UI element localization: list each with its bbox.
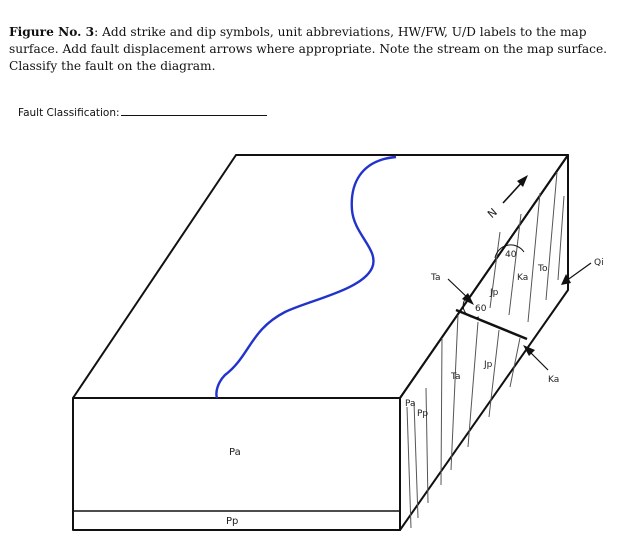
arrow-head-ka xyxy=(523,345,535,356)
fault-classification-blank[interactable] xyxy=(120,106,267,116)
north-label: N xyxy=(485,206,500,221)
fault-classification: Fault Classification: xyxy=(18,106,267,119)
side-label-pp: Pp xyxy=(417,409,428,419)
arrow-head-ta xyxy=(462,293,474,305)
side-label-pa: Pa xyxy=(405,399,416,409)
side-label-jp-top: Jp xyxy=(489,288,499,298)
side-label-to-top: To xyxy=(537,264,548,274)
figure-label: Figure No. 3 xyxy=(9,25,95,39)
side-label-ka-bottom: Ka xyxy=(548,375,559,385)
figure-caption: Figure No. 3: Add strike and dip symbols… xyxy=(9,24,615,75)
side-face xyxy=(399,154,569,531)
dip-value-lower: 60 xyxy=(475,304,487,314)
side-label-ka-top: Ka xyxy=(517,273,528,283)
side-label-ta-top: Ta xyxy=(430,273,441,283)
dip-value-upper: 40 xyxy=(505,250,517,260)
side-label-qi: Qi xyxy=(594,258,604,268)
front-label-pp: Pp xyxy=(226,516,238,527)
arrow-head-qi xyxy=(561,274,571,285)
north-arrow: N xyxy=(485,175,528,221)
figure-instructions: : Add strike and dip symbols, unit abbre… xyxy=(9,25,608,73)
strata-lines xyxy=(406,171,565,529)
side-label-ta-mid: Ta xyxy=(450,372,461,382)
side-label-jp-mid: Jp xyxy=(483,360,493,370)
stream xyxy=(215,155,397,399)
fault-classification-label: Fault Classification: xyxy=(18,107,120,119)
front-face xyxy=(72,397,401,531)
front-label-pa: Pa xyxy=(229,447,241,458)
dip-arc-upper xyxy=(494,244,525,259)
